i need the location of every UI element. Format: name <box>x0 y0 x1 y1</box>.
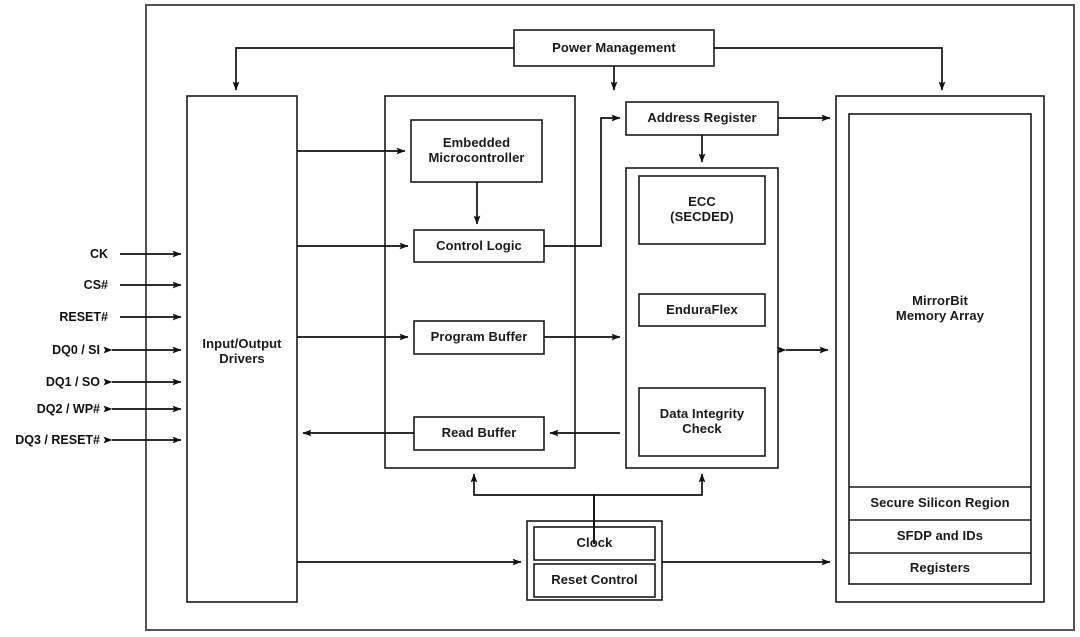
signal-label-dq1-so: DQ1 / SO <box>45 375 100 389</box>
signal-label-dq0-si: DQ0 / SI <box>52 343 100 357</box>
signal-label-cs: CS# <box>83 278 108 292</box>
signal-label-reset: RESET# <box>59 310 108 324</box>
signal-label-ck: CK <box>89 247 108 261</box>
signal-label-dq3-reset: DQ3 / RESET# <box>15 433 100 447</box>
signal-label-dq2-wp: DQ2 / WP# <box>36 402 100 416</box>
